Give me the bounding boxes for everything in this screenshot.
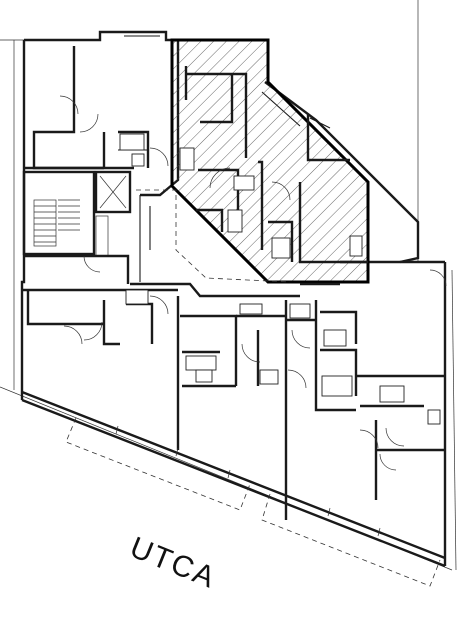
corridor <box>130 189 340 298</box>
stair-treads <box>34 199 80 243</box>
highlighted-apartment <box>170 38 370 284</box>
nw-apartments <box>24 35 169 170</box>
balcony-projections <box>65 417 441 587</box>
south-apartments <box>22 269 447 520</box>
stair-core <box>22 170 132 284</box>
street-label: UTCA <box>125 531 221 595</box>
